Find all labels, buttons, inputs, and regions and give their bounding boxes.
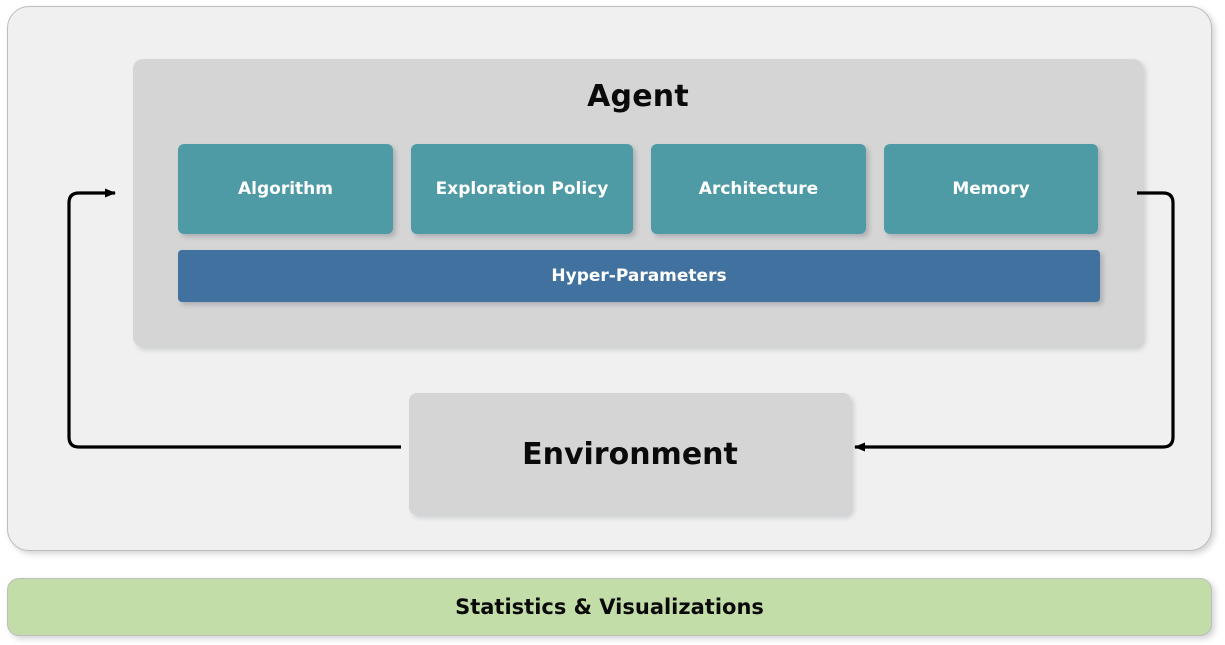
environment-title: Environment <box>522 436 738 472</box>
hyper-parameters-bar[interactable]: Hyper-Parameters <box>178 250 1100 302</box>
agent-component-exploration-policy[interactable]: Exploration Policy <box>411 144 633 234</box>
agent-title: Agent <box>587 79 689 114</box>
agent-component-memory[interactable]: Memory <box>884 144 1098 234</box>
agent-component-algorithm[interactable]: Algorithm <box>178 144 393 234</box>
agent-component-row: Algorithm Exploration Policy Architectur… <box>178 144 1100 234</box>
statistics-visualizations-label: Statistics & Visualizations <box>455 595 764 619</box>
agent-container[interactable]: Agent Algorithm Exploration Policy Archi… <box>133 59 1143 347</box>
environment-container[interactable]: Environment <box>409 393 851 515</box>
agent-environment-panel: Agent Algorithm Exploration Policy Archi… <box>7 6 1212 551</box>
agent-component-architecture[interactable]: Architecture <box>651 144 866 234</box>
statistics-visualizations-bar[interactable]: Statistics & Visualizations <box>7 578 1212 636</box>
